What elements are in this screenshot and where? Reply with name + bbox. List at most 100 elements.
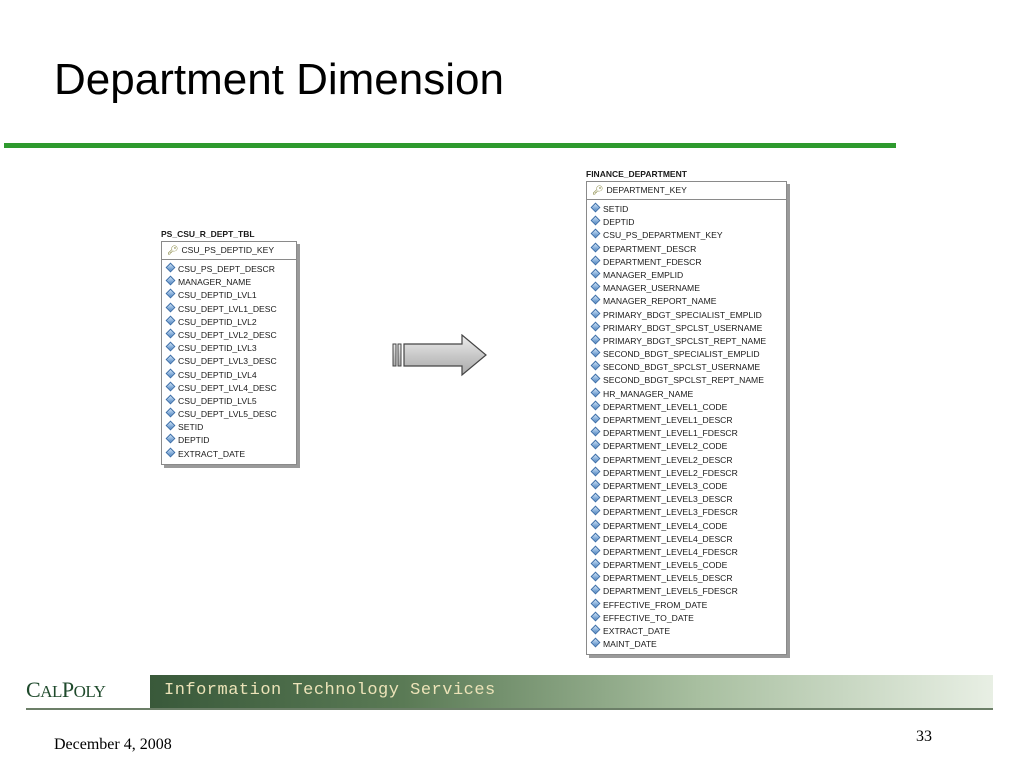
column-row: CSU_DEPT_LVL4_DESC: [162, 381, 296, 395]
column-row: CSU_DEPT_LVL3_DESC: [162, 354, 296, 368]
diamond-column-icon: [590, 215, 601, 226]
target-table-key-label: DEPARTMENT_KEY: [606, 185, 687, 195]
column-label: PRIMARY_BDGT_SPCLST_REPT_NAME: [603, 335, 767, 346]
column-row: DEPTID: [587, 215, 786, 229]
column-label: DEPARTMENT_LEVEL5_FDESCR: [603, 586, 738, 597]
diamond-column-icon: [590, 453, 601, 464]
diamond-column-icon: [590, 479, 601, 490]
column-label: SETID: [178, 422, 204, 433]
diamond-column-icon: [590, 505, 601, 516]
diamond-column-icon: [165, 381, 176, 392]
column-label: DEPARTMENT_LEVEL4_CODE: [603, 520, 728, 531]
target-table-key-row: 🔑︎DEPARTMENT_KEY: [587, 182, 786, 200]
logo-text: CALPOLY: [26, 677, 106, 702]
column-row: CSU_DEPTID_LVL2: [162, 315, 296, 329]
column-row: SECOND_BDGT_SPCLST_USERNAME: [587, 360, 786, 374]
column-label: CSU_DEPT_LVL4_DESC: [178, 382, 277, 393]
column-row: PRIMARY_BDGT_SPECIALIST_EMPLID: [587, 308, 786, 322]
column-label: PRIMARY_BDGT_SPCLST_USERNAME: [603, 322, 763, 333]
column-label: CSU_DEPT_LVL1_DESC: [178, 303, 277, 314]
diamond-column-icon: [590, 545, 601, 556]
source-table-box: 🔑︎CSU_PS_DEPTID_KEY CSU_PS_DEPT_DESCR MAN…: [161, 241, 297, 465]
column-label: DEPARTMENT_LEVEL1_CODE: [603, 401, 728, 412]
column-row: DEPARTMENT_LEVEL1_CODE: [587, 400, 786, 414]
diamond-column-icon: [590, 624, 601, 635]
diamond-column-icon: [590, 637, 601, 648]
column-label: DEPARTMENT_LEVEL3_CODE: [603, 480, 728, 491]
column-row: SETID: [587, 202, 786, 216]
column-label: SECOND_BDGT_SPCLST_USERNAME: [603, 362, 761, 373]
diamond-column-icon: [590, 571, 601, 582]
column-row: DEPARTMENT_LEVEL2_DESCR: [587, 453, 786, 467]
diamond-column-icon: [590, 611, 601, 622]
column-row: HR_MANAGER_NAME: [587, 387, 786, 401]
column-label: CSU_PS_DEPARTMENT_KEY: [603, 230, 723, 241]
column-label: DEPARTMENT_LEVEL3_FDESCR: [603, 507, 738, 518]
column-row: DEPARTMENT_LEVEL5_FDESCR: [587, 584, 786, 598]
column-row: DEPARTMENT_LEVEL1_FDESCR: [587, 426, 786, 440]
diamond-column-icon: [165, 315, 176, 326]
column-label: CSU_DEPT_LVL2_DESC: [178, 329, 277, 340]
column-label: DEPTID: [178, 435, 210, 446]
source-table-key-row: 🔑︎CSU_PS_DEPTID_KEY: [162, 242, 296, 260]
column-label: CSU_DEPTID_LVL2: [178, 316, 257, 327]
diamond-column-icon: [590, 387, 601, 398]
column-row: EXTRACT_DATE: [162, 447, 296, 461]
column-label: DEPARTMENT_LEVEL2_CODE: [603, 441, 728, 452]
column-row: CSU_PS_DEPARTMENT_KEY: [587, 228, 786, 242]
diamond-column-icon: [590, 242, 601, 253]
column-label: EXTRACT_DATE: [178, 448, 246, 459]
column-label: CSU_DEPT_LVL3_DESC: [178, 356, 277, 367]
footer-date: December 4, 2008: [54, 736, 172, 753]
column-label: DEPTID: [603, 217, 635, 228]
diamond-column-icon: [165, 341, 176, 352]
column-label: MANAGER_NAME: [178, 277, 252, 288]
column-row: MANAGER_REPORT_NAME: [587, 294, 786, 308]
column-row: SETID: [162, 420, 296, 434]
diamond-column-icon: [590, 558, 601, 569]
column-label: MANAGER_REPORT_NAME: [603, 296, 717, 307]
column-label: MANAGER_EMPLID: [603, 269, 684, 280]
column-label: DEPARTMENT_LEVEL3_DESCR: [603, 494, 733, 505]
page-title: Department Dimension: [54, 55, 504, 104]
column-label: DEPARTMENT_FDESCR: [603, 256, 702, 267]
column-label: DEPARTMENT_LEVEL2_DESCR: [603, 454, 733, 465]
source-table-key-label: CSU_PS_DEPTID_KEY: [181, 245, 275, 255]
column-row: DEPARTMENT_LEVEL3_FDESCR: [587, 505, 786, 519]
title-divider: [4, 143, 896, 148]
block-right-arrow-icon: [392, 334, 487, 377]
column-row: DEPARTMENT_LEVEL4_FDESCR: [587, 545, 786, 559]
column-row: SECOND_BDGT_SPECIALIST_EMPLID: [587, 347, 786, 361]
diamond-column-icon: [590, 400, 601, 411]
column-label: DEPARTMENT_LEVEL4_FDESCR: [603, 546, 738, 557]
column-row: CSU_DEPTID_LVL5: [162, 394, 296, 408]
column-label: DEPARTMENT_LEVEL4_DESCR: [603, 533, 733, 544]
footer-divider: [26, 708, 993, 710]
column-label: MANAGER_USERNAME: [603, 283, 700, 294]
diamond-column-icon: [165, 368, 176, 378]
diamond-column-icon: [590, 347, 601, 358]
column-label: DEPARTMENT_LEVEL5_CODE: [603, 560, 728, 571]
column-row: CSU_DEPT_LVL2_DESC: [162, 328, 296, 342]
diamond-column-icon: [590, 519, 601, 529]
diamond-column-icon: [165, 302, 176, 313]
column-row: DEPARTMENT_FDESCR: [587, 255, 786, 269]
column-row: MANAGER_NAME: [162, 275, 296, 289]
column-label: EFFECTIVE_TO_DATE: [603, 612, 694, 623]
diamond-column-icon: [590, 360, 601, 371]
column-row: DEPARTMENT_DESCR: [587, 242, 786, 256]
column-label: MAINT_DATE: [603, 639, 657, 650]
column-row: CSU_DEPTID_LVL4: [162, 368, 296, 382]
column-label: CSU_PS_DEPT_DESCR: [178, 264, 275, 274]
column-row: CSU_DEPTID_LVL3: [162, 341, 296, 355]
column-label: SECOND_BDGT_SPCLST_REPT_NAME: [603, 375, 764, 386]
column-label: PRIMARY_BDGT_SPECIALIST_EMPLID: [603, 309, 762, 320]
column-label: DEPARTMENT_LEVEL5_DESCR: [603, 573, 733, 584]
column-label: CSU_DEPTID_LVL1: [178, 290, 257, 301]
column-label: HR_MANAGER_NAME: [603, 388, 694, 399]
source-table-columns: CSU_PS_DEPT_DESCR MANAGER_NAME CSU_DEPTID_…: [162, 260, 296, 464]
diamond-column-icon: [590, 281, 601, 292]
column-row: DEPARTMENT_LEVEL4_DESCR: [587, 532, 786, 546]
